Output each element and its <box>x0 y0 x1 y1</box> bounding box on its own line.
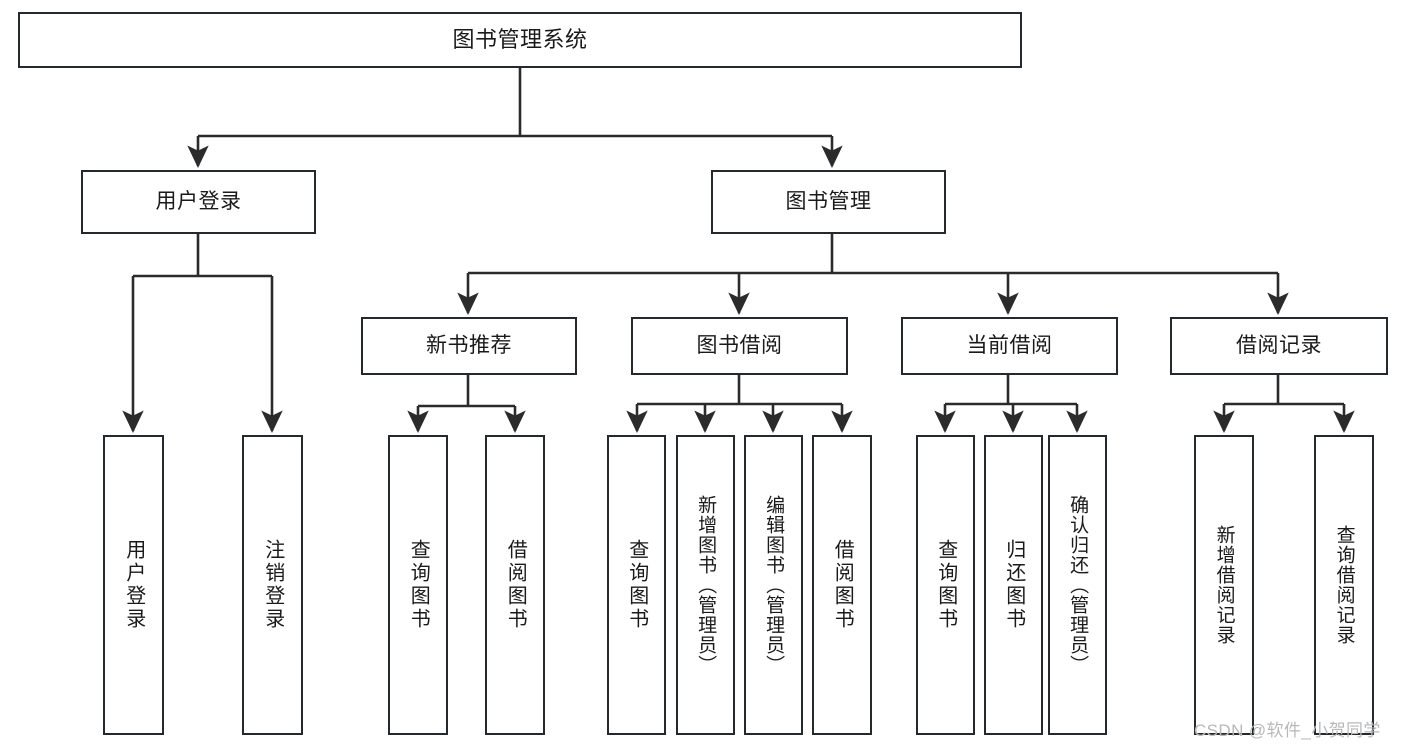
leaf-add-book-admin[interactable]: 新增图书（管理员） <box>676 435 735 735</box>
leaf-add-borrow-record[interactable]: 新增借阅记录 <box>1194 435 1254 735</box>
leaf-borrow-book[interactable]: 借阅图书 <box>812 435 872 735</box>
leaf-user-login[interactable]: 用户登录 <box>103 435 164 735</box>
leaf-query-book-current[interactable]: 查询图书 <box>916 435 975 735</box>
node-current-borrowing[interactable]: 当前借阅 <box>901 317 1118 375</box>
node-book-management-system[interactable]: 图书管理系统 <box>18 12 1022 68</box>
leaf-confirm-return-admin[interactable]: 确认归还（管理员） <box>1048 435 1107 735</box>
leaf-borrow-book-recommend[interactable]: 借阅图书 <box>485 435 545 735</box>
node-borrowing-record[interactable]: 借阅记录 <box>1170 317 1388 375</box>
node-user-login[interactable]: 用户登录 <box>81 170 316 234</box>
leaf-query-book-borrow[interactable]: 查询图书 <box>607 435 666 735</box>
leaf-logout[interactable]: 注销登录 <box>242 435 303 735</box>
leaf-return-book[interactable]: 归还图书 <box>984 435 1043 735</box>
leaf-query-book-recommend[interactable]: 查询图书 <box>388 435 448 735</box>
leaf-query-borrow-record[interactable]: 查询借阅记录 <box>1314 435 1374 735</box>
leaf-edit-book-admin[interactable]: 编辑图书（管理员） <box>744 435 803 735</box>
node-new-book-recommendation[interactable]: 新书推荐 <box>361 317 577 375</box>
node-book-borrowing[interactable]: 图书借阅 <box>631 317 848 375</box>
node-book-management[interactable]: 图书管理 <box>711 170 946 234</box>
